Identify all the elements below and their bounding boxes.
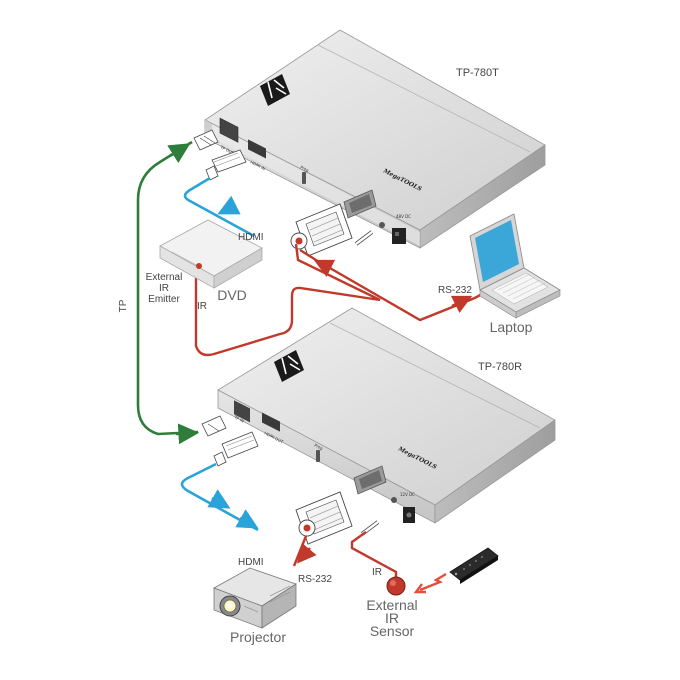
tx-rs232-port[interactable] — [343, 189, 377, 219]
tp-label: TP — [118, 299, 129, 312]
kramer-logo-icon — [260, 74, 290, 106]
dvd-player — [159, 219, 263, 289]
dvd-label: DVD — [217, 287, 247, 303]
ir-emitter-label-2: IR — [159, 283, 169, 294]
tx-tp-port-label: TP OUT — [219, 144, 236, 156]
hdmi-arrow-bottom-2 — [235, 509, 259, 529]
rx-hdmi-port[interactable] — [262, 412, 280, 432]
tx-tp-connector — [193, 129, 219, 151]
hdmi-arrow-top-2 — [246, 220, 252, 222]
rx-rs232-port[interactable] — [353, 465, 387, 495]
ir-sensor — [386, 576, 406, 596]
tx-hdmi-connector — [205, 149, 247, 181]
ir-emitter-label-3: Emitter — [148, 294, 180, 305]
rx-tp-port[interactable] — [234, 400, 250, 423]
ir-top-label: IR — [197, 301, 207, 312]
hdmi-arrow-bottom — [207, 489, 231, 509]
tx-hdmi-port-label: HDMI IN — [250, 159, 267, 171]
rx-dc-label: 12V DC — [400, 492, 415, 497]
rx-power-port[interactable] — [403, 507, 415, 523]
hdmi-top-label: HDMI — [238, 232, 264, 243]
ir-sensor-label-3: Sensor — [370, 623, 415, 639]
tp-cable — [136, 140, 199, 436]
rx-prog-switch[interactable] — [316, 450, 320, 462]
projector-label: Projector — [230, 629, 286, 645]
tx-prog-switch[interactable] — [302, 172, 306, 184]
ir-emitter-label-1: External — [146, 272, 183, 283]
ir-sensor-label-2: IR — [385, 610, 399, 626]
rs232-bottom-label: RS-232 — [298, 574, 332, 585]
rx-model-label: TP-780R — [478, 361, 522, 373]
transmitter-device: TP OUT HDMI IN Prog MegaTOOLS 48V DC TP-… — [204, 29, 546, 249]
rx-tp-connector — [201, 415, 227, 437]
tx-prog-label: Prog — [300, 164, 311, 173]
tx-hdmi-port[interactable] — [248, 139, 266, 159]
rx-ir-port[interactable] — [391, 497, 397, 503]
rx-prog-label: Prog — [314, 442, 325, 451]
ir-signal-icon — [413, 572, 447, 594]
tx-dc-label: 48V DC — [396, 214, 411, 219]
hdmi-arrow-top — [217, 195, 241, 215]
tx-ir-jack — [354, 230, 374, 246]
ir-bottom-label: IR — [372, 567, 382, 578]
ir-emitter — [196, 263, 202, 269]
hdmi-cable-bottom — [180, 462, 259, 532]
hdmi-bottom-label: HDMI — [238, 557, 264, 568]
laptop-label: Laptop — [490, 319, 533, 335]
tx-tp-port[interactable] — [219, 117, 239, 143]
tx-ir-port[interactable] — [379, 222, 385, 228]
receiver-device: TP IN HDMI OUT Prog MegaTOOLS 12V DC TP-… — [217, 307, 556, 524]
tx-serial-connector — [290, 203, 353, 257]
tp-arrow-top — [167, 143, 191, 164]
rs232-cable-bottom — [292, 535, 308, 567]
laptop — [469, 213, 561, 319]
ir-cable-bottom — [350, 531, 398, 580]
rs232-top-label: RS-232 — [438, 285, 472, 296]
rx-hdmi-connector — [213, 431, 259, 467]
kramer-logo-icon — [274, 350, 304, 382]
ir-cable-top — [194, 243, 381, 357]
remote-control-icon — [449, 547, 499, 584]
tp-arrow-bottom — [175, 423, 200, 445]
rx-serial-connector — [295, 491, 353, 545]
ir-sensor-label-1: External — [366, 597, 417, 613]
hdmi-cable-top — [183, 176, 255, 238]
rs232-arrow-top — [450, 295, 473, 314]
rs232-arrow-bottom — [296, 542, 317, 564]
tx-power-port[interactable] — [392, 228, 406, 244]
projector — [213, 567, 297, 629]
tx-model-label: TP-780T — [456, 67, 499, 79]
rx-tp-port-label: TP IN — [233, 414, 245, 424]
rs232-arrow-top-2 — [313, 259, 336, 278]
